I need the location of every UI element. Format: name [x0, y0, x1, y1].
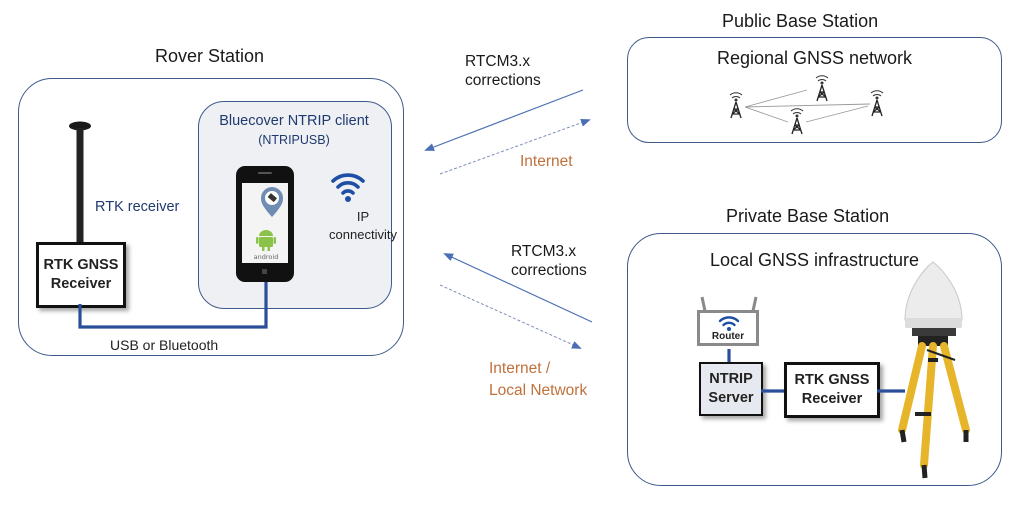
base-rtk-line1: RTK GNSS — [794, 372, 870, 389]
private-corrections-arrow — [443, 253, 593, 323]
internet-local-network-label: Internet / Local Network — [489, 358, 587, 403]
radio-tower-icon — [815, 75, 829, 102]
rover-rtk-gnss-receiver-box: RTK GNSS Receiver — [36, 242, 126, 308]
usb-bluetooth-connector — [78, 282, 268, 329]
private-connectors — [727, 349, 905, 393]
public-corrections-arrow — [424, 89, 584, 151]
radio-tower-icon — [790, 108, 804, 135]
private-network-arrow — [439, 284, 582, 349]
base-rtk-line2: Receiver — [801, 391, 863, 407]
rover-station-title: Rover Station — [155, 46, 265, 66]
ntripusb-app-icon — [261, 187, 283, 217]
private-corrections-label: RTCM3.x corrections — [511, 242, 587, 281]
android-wordmark: android — [254, 253, 279, 261]
router-label: Router — [711, 331, 745, 342]
android-logo-icon: android — [254, 230, 279, 261]
ntrip-server-line2: Server — [708, 390, 754, 406]
ntrip-client-subtitle: (NTRIPUSB) — [258, 133, 330, 147]
local-gnss-infrastructure-title: Local GNSS infrastructure — [709, 250, 920, 270]
radio-tower-icon — [729, 92, 743, 119]
gnss-antenna-icon — [69, 121, 91, 242]
internet-label: Internet — [520, 153, 573, 170]
router-wifi-icon — [718, 316, 740, 331]
public-corrections-label: RTCM3.x corrections — [465, 52, 541, 91]
rover-rtk-line1: RTK GNSS — [43, 257, 119, 274]
public-base-station-title: Public Base Station — [722, 11, 879, 31]
ip-label-line1: IP — [356, 209, 370, 224]
gnss-tripod-antenna-icon — [898, 261, 970, 479]
public-internet-arrow — [439, 118, 591, 175]
internet-local-line1: Internet / — [489, 360, 551, 377]
regional-gnss-network-title: Regional GNSS network — [716, 48, 913, 68]
ntrip-client-title: Bluecover NTRIP client — [219, 113, 369, 129]
ip-label-line2: connectivity — [329, 227, 397, 243]
router-antennas — [700, 296, 758, 312]
ntrip-server-line1: NTRIP — [709, 371, 753, 388]
private-base-station-title: Private Base Station — [726, 206, 890, 226]
public-corrections-line2: corrections — [465, 72, 541, 90]
rover-rtk-line2: Receiver — [50, 276, 112, 292]
private-corrections-line2: corrections — [511, 262, 587, 280]
wifi-icon — [331, 173, 365, 202]
ip-connectivity-label: IP connectivity — [329, 208, 397, 244]
usb-bluetooth-label: USB or Bluetooth — [110, 337, 219, 353]
rtk-receiver-label: RTK receiver — [95, 199, 180, 215]
public-base-station-panel — [627, 37, 1002, 143]
internet-local-line2: Local Network — [489, 382, 588, 400]
base-rtk-gnss-receiver-box: RTK GNSS Receiver — [784, 362, 880, 418]
private-corrections-line1: RTCM3.x — [511, 243, 577, 260]
public-corrections-line1: RTCM3.x — [465, 53, 531, 70]
ntrip-server-box: NTRIP Server — [699, 362, 763, 416]
ntrip-client-panel — [198, 101, 392, 309]
network-links — [744, 89, 871, 123]
radio-tower-icon — [870, 90, 884, 117]
